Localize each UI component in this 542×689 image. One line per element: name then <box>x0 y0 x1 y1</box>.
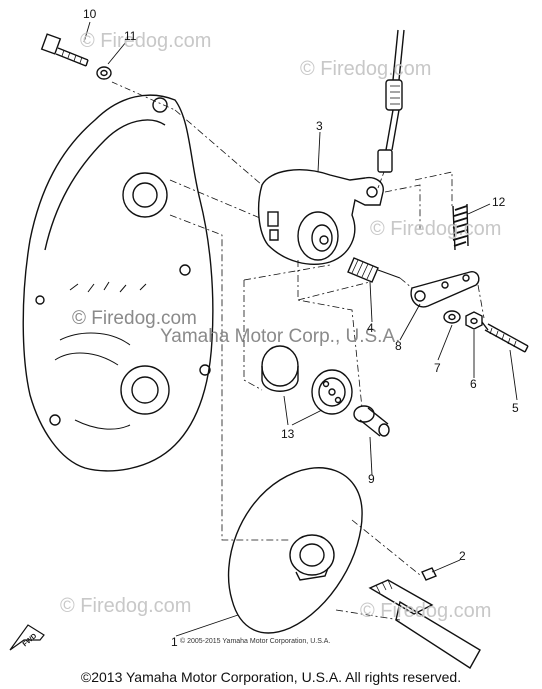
drive-shaft-9 <box>353 405 390 437</box>
footer-copyright: ©2013 Yamaha Motor Corporation, U.S.A. A… <box>80 669 462 685</box>
small-copyright: © 2005-2015 Yamaha Motor Corporation, U.… <box>180 638 331 645</box>
callout-3: 3 <box>316 119 323 133</box>
callout-2: 2 <box>459 549 466 563</box>
callout-13: 13 <box>281 427 295 441</box>
callout-11: 11 <box>124 29 137 43</box>
worm-gear-4 <box>347 257 401 283</box>
callout-5: 5 <box>512 401 519 415</box>
screw-5 <box>481 321 529 353</box>
cover-cap-13 <box>261 345 299 392</box>
callout-7: 7 <box>434 361 441 375</box>
watermark-faint-4: © Firedog.com <box>360 600 492 622</box>
bolt-10 <box>40 33 89 67</box>
callout-9: 9 <box>368 472 375 486</box>
watermark-faint-1: © Firedog.com <box>300 58 432 80</box>
watermark-faint-2: © Firedog.com <box>370 218 502 240</box>
watermark-mid-left: © Firedog.com <box>72 308 197 329</box>
assembly-guide-lines <box>169 109 485 621</box>
callout-4: 4 <box>367 321 374 335</box>
primary-sheave-1 <box>227 467 363 634</box>
throttle-cable <box>377 29 405 173</box>
washer-7 <box>443 310 461 324</box>
lever-plate-8 <box>410 271 480 308</box>
callout-8: 8 <box>395 339 402 353</box>
pump-housing-3 <box>257 169 384 265</box>
callout-1: 1 <box>171 635 178 649</box>
nut-6 <box>465 311 483 330</box>
watermark-faint-3: © Firedog.com <box>60 595 192 617</box>
spring-12 <box>452 203 469 251</box>
callout-6: 6 <box>470 377 477 391</box>
pump-gear-13 <box>311 369 353 415</box>
washer-11 <box>96 66 112 80</box>
crankshaft-2 <box>368 567 481 669</box>
callout-12: 12 <box>492 195 506 209</box>
fwd-arrow-icon <box>9 624 45 651</box>
watermark-top: © Firedog.com <box>80 30 212 52</box>
callout-10: 10 <box>83 7 97 21</box>
watermark-mid-right: Yamaha Motor Corp., U.S.A. <box>160 326 401 347</box>
crankcase-cover <box>22 94 214 472</box>
callout-leaders <box>83 21 518 637</box>
